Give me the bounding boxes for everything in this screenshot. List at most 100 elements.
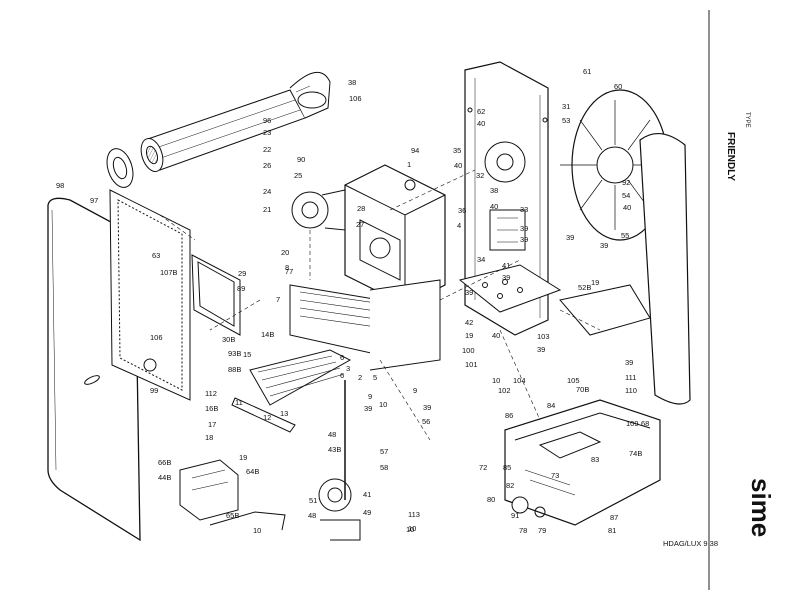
part-label: 78 bbox=[519, 526, 527, 535]
part-label: 7 bbox=[276, 295, 280, 304]
part-label: 88B bbox=[228, 365, 241, 374]
part-label: 17 bbox=[208, 420, 216, 429]
part-label: 25 bbox=[294, 171, 302, 180]
part-label: 91 bbox=[511, 511, 519, 520]
glass-frame bbox=[191, 254, 241, 336]
part-label: 92 bbox=[622, 178, 630, 187]
part-label: 104 bbox=[513, 376, 526, 385]
brand-logo: sime bbox=[746, 478, 776, 537]
burner-assembly bbox=[231, 349, 352, 433]
part-label: 6 bbox=[340, 353, 344, 362]
gas-valve bbox=[179, 459, 286, 531]
part-label: 53 bbox=[562, 116, 570, 125]
part-label: 98 bbox=[56, 181, 64, 190]
heat-exchanger bbox=[289, 279, 441, 371]
part-label: 85 bbox=[503, 463, 511, 472]
part-label: 18 bbox=[205, 433, 213, 442]
part-label: 113 bbox=[408, 510, 420, 519]
part-label: 39 bbox=[423, 403, 431, 412]
part-label: 106 bbox=[349, 94, 362, 103]
part-label: 8 bbox=[285, 263, 289, 272]
part-label: 110 bbox=[625, 386, 637, 395]
part-label: 30B bbox=[222, 335, 235, 344]
part-label: 100 bbox=[462, 346, 475, 355]
part-label: 57 bbox=[380, 447, 388, 456]
part-label: 24 bbox=[263, 187, 271, 196]
part-label: 4 bbox=[457, 221, 461, 230]
part-label: 11 bbox=[235, 398, 243, 407]
part-label: 12 bbox=[263, 413, 271, 422]
part-label: 109 bbox=[626, 419, 639, 428]
part-label: 51 bbox=[309, 496, 317, 505]
part-label: 99 bbox=[150, 386, 158, 395]
part-label: 35 bbox=[453, 146, 461, 155]
part-label: 3 bbox=[346, 364, 350, 373]
part-label: 39 bbox=[537, 345, 545, 354]
part-label: 10 bbox=[492, 376, 500, 385]
part-label: 19 bbox=[239, 453, 247, 462]
part-label: 61 bbox=[583, 67, 591, 76]
inner-panel bbox=[109, 189, 191, 401]
part-label: 48 bbox=[328, 430, 336, 439]
part-label: 31 bbox=[562, 102, 570, 111]
part-label: 112 bbox=[205, 389, 217, 398]
part-label: 33 bbox=[520, 205, 528, 214]
part-label: 13 bbox=[280, 409, 288, 418]
part-label: 86 bbox=[505, 411, 513, 420]
part-label: 10 bbox=[408, 524, 416, 533]
part-label: 94 bbox=[411, 146, 419, 155]
part-label: 83 bbox=[591, 455, 599, 464]
part-label: 81 bbox=[608, 526, 616, 535]
part-label: 39 bbox=[520, 235, 528, 244]
part-label: 90 bbox=[297, 155, 305, 164]
part-label: 19 bbox=[465, 331, 473, 340]
part-label: 82 bbox=[506, 481, 514, 490]
model-name: FRIENDLY bbox=[725, 132, 736, 181]
part-label: 41 bbox=[502, 261, 510, 270]
control-panel bbox=[504, 399, 661, 526]
part-label: 10 bbox=[253, 526, 261, 535]
part-label: 101 bbox=[465, 360, 478, 369]
part-label: 38 bbox=[490, 186, 498, 195]
part-label: 34 bbox=[477, 255, 485, 264]
part-label: 19 bbox=[591, 278, 599, 287]
part-label: 40 bbox=[623, 203, 631, 212]
part-label: 39 bbox=[600, 241, 608, 250]
part-label: 43B bbox=[328, 445, 341, 454]
part-label: 44B bbox=[158, 473, 171, 482]
rear-frame bbox=[464, 61, 549, 336]
part-label: 5 bbox=[373, 373, 377, 382]
part-label: 28 bbox=[357, 204, 365, 213]
part-label: 49 bbox=[363, 508, 371, 517]
hydraulic-group bbox=[484, 141, 526, 251]
part-label: 9 bbox=[413, 386, 417, 395]
part-label: 93B bbox=[228, 349, 241, 358]
part-label: 107B bbox=[160, 268, 178, 277]
part-label: 6 bbox=[340, 371, 344, 380]
part-label: 15 bbox=[243, 350, 251, 359]
part-label: 102 bbox=[498, 386, 511, 395]
part-label: 40 bbox=[454, 161, 462, 170]
part-label: 96 bbox=[263, 116, 271, 125]
part-label: 65B bbox=[226, 511, 239, 520]
part-label: 68 bbox=[641, 419, 649, 428]
part-label: 87 bbox=[610, 513, 618, 522]
side-panel-right bbox=[639, 133, 691, 405]
part-label: 39 bbox=[566, 233, 574, 242]
part-label: 10 bbox=[379, 400, 387, 409]
part-label: 27 bbox=[356, 220, 364, 229]
part-label: 55 bbox=[621, 231, 629, 240]
part-label: 89 bbox=[237, 284, 245, 293]
part-label: 40 bbox=[492, 331, 500, 340]
part-label: 77 bbox=[285, 267, 293, 276]
part-label: 2 bbox=[358, 373, 362, 382]
part-label: 73 bbox=[551, 471, 559, 480]
fan-assembly bbox=[291, 189, 346, 231]
part-label: 40 bbox=[477, 119, 485, 128]
bottom-shelf bbox=[559, 284, 651, 336]
part-label: 16B bbox=[205, 404, 218, 413]
part-label: 105 bbox=[567, 376, 580, 385]
